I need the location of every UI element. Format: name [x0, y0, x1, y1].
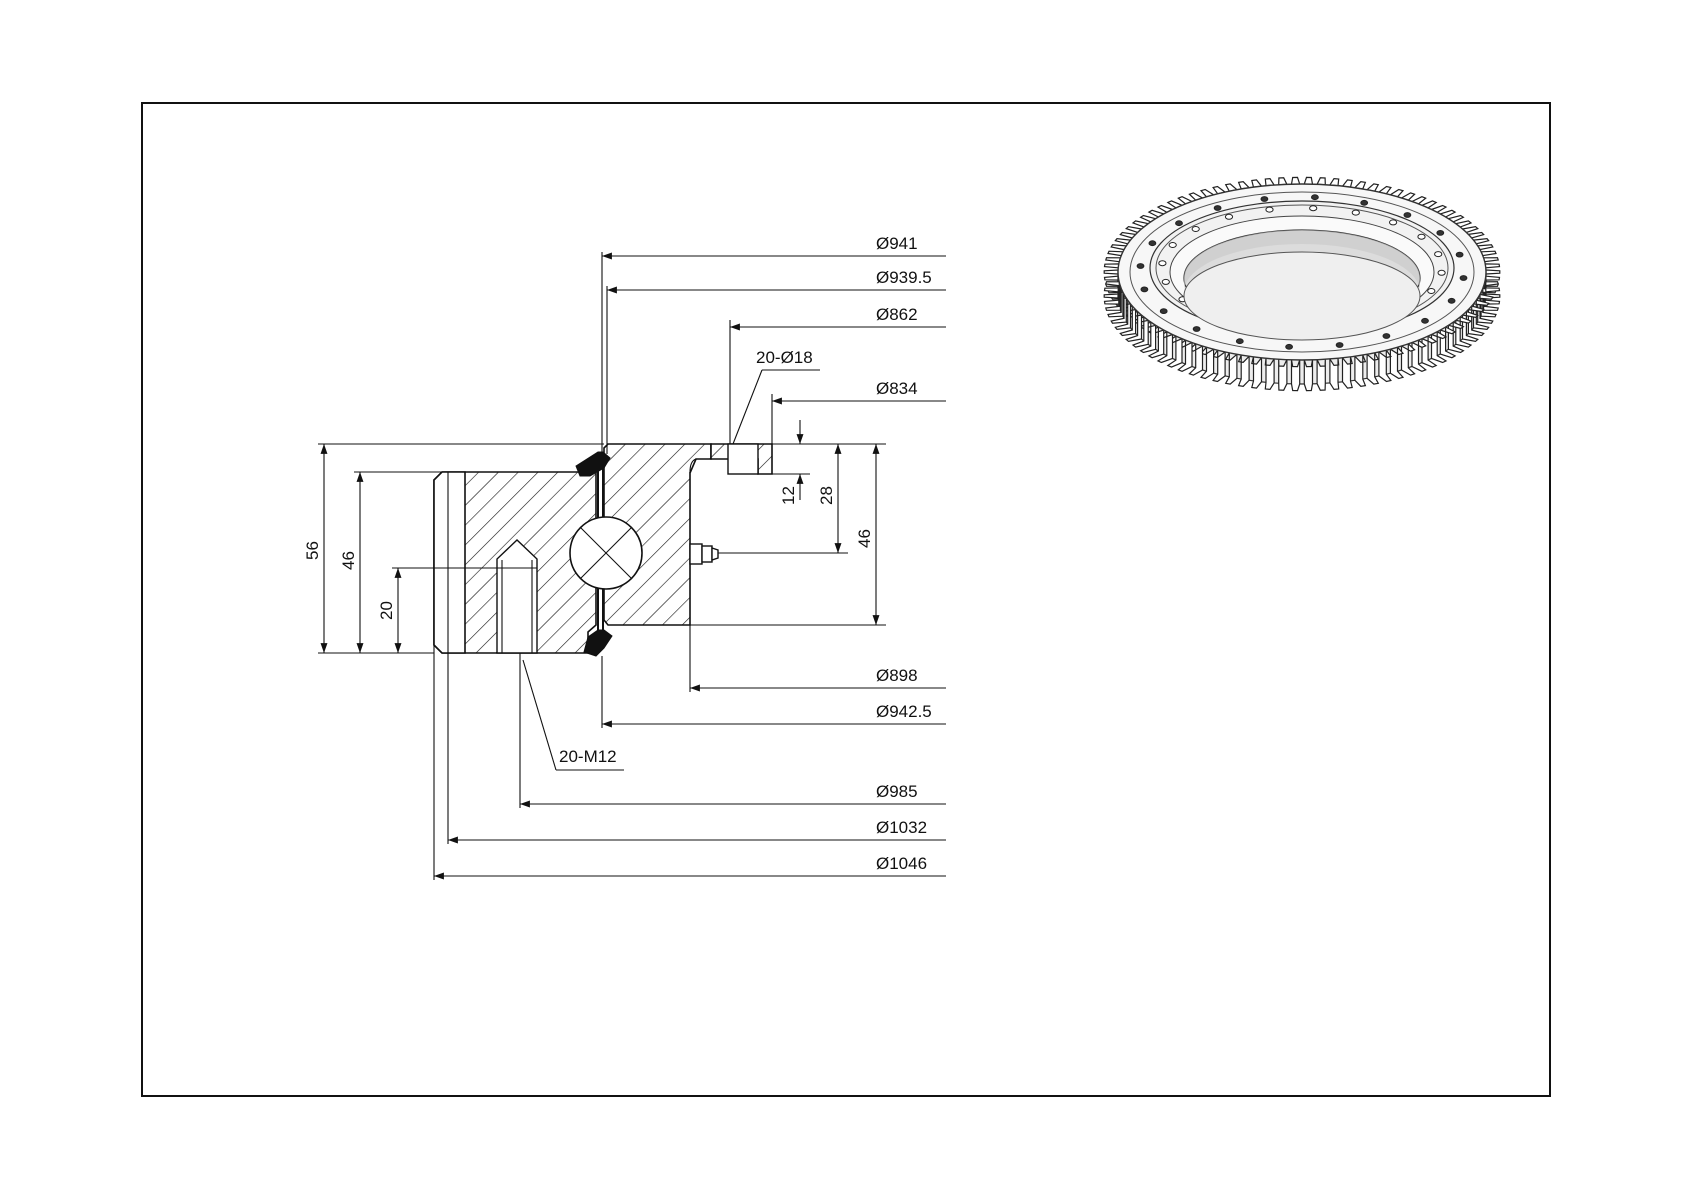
- gear-tooth: [1103, 275, 1120, 305]
- mounting-hole: [1159, 308, 1168, 315]
- gear-tooth: [1316, 359, 1326, 391]
- dim-thread: 20-M12: [559, 747, 617, 766]
- mounting-hole: [1427, 288, 1436, 294]
- dim-d985: Ø985: [876, 782, 918, 801]
- gear-tooth: [1224, 350, 1238, 385]
- dim-holes-top: 20-Ø18: [756, 348, 813, 367]
- mounting-hole: [1192, 326, 1201, 332]
- mounting-hole: [1136, 263, 1145, 269]
- dimensions: Ø941 Ø939.5 Ø862 20-Ø18 Ø834 12 28 46 Ø8…: [303, 234, 946, 880]
- mounting-hole: [1158, 260, 1167, 267]
- mounting-hole: [1161, 278, 1170, 285]
- gear-tooth: [1290, 359, 1301, 392]
- dim-d898: Ø898: [876, 666, 918, 685]
- gear-ring-3d-view: [1103, 176, 1501, 392]
- gear-tooth: [1378, 348, 1392, 383]
- mounting-hole: [1389, 219, 1398, 226]
- gear-tooth: [1303, 359, 1314, 392]
- grease-nipple: [689, 543, 719, 565]
- dim-d862: Ø862: [876, 305, 918, 324]
- mounting-hole: [1140, 286, 1149, 293]
- gear-tooth: [1447, 321, 1465, 354]
- gear-tooth: [1439, 326, 1457, 359]
- dim-d941: Ø941: [876, 234, 918, 253]
- drawing-frame: [141, 102, 1551, 1097]
- mounting-hole: [1213, 205, 1222, 211]
- dim-h12: 12: [779, 486, 798, 505]
- gear-tooth: [1430, 330, 1448, 364]
- dim-h56: 56: [303, 541, 322, 560]
- mounting-hole: [1285, 343, 1293, 350]
- dim-h46-right: 46: [855, 529, 874, 548]
- dim-h28: 28: [817, 486, 836, 505]
- mounting-hole: [1335, 342, 1344, 348]
- gear-tooth: [1303, 176, 1314, 185]
- mounting-hole: [1459, 275, 1468, 281]
- bottom-seal: [583, 629, 613, 657]
- gear-tooth: [1472, 299, 1490, 331]
- mounting-hole: [1175, 220, 1183, 227]
- mounting-hole: [1311, 194, 1319, 201]
- gear-tooth: [1103, 269, 1119, 299]
- mounting-hole: [1403, 212, 1412, 218]
- mounting-hole: [1417, 233, 1426, 240]
- gear-tooth-band: [433, 471, 466, 654]
- gear-tooth: [1251, 356, 1263, 389]
- gear-tooth: [1107, 250, 1124, 257]
- gear-tooth: [1329, 356, 1340, 391]
- mounting-hole: [1265, 206, 1274, 213]
- gear-tooth: [1212, 348, 1226, 383]
- dim-d1046: Ø1046: [876, 854, 927, 873]
- outer-mounting-holes: [1136, 194, 1468, 350]
- gear-tooth: [1103, 263, 1120, 293]
- gear-tooth: [1411, 338, 1427, 372]
- gear-tooth: [1264, 356, 1275, 391]
- gear-tooth: [1366, 350, 1380, 385]
- dim-h46-left: 46: [339, 551, 358, 570]
- dim-h20: 20: [377, 601, 396, 620]
- bearing-cross-section: [433, 443, 773, 657]
- gear-tooth: [1354, 354, 1367, 387]
- gear-tooth: [1421, 334, 1438, 368]
- gear-tooth: [1389, 345, 1405, 380]
- gear-tooth: [1278, 359, 1288, 391]
- mounting-hole: [1351, 209, 1360, 216]
- mounting-hole: [1148, 240, 1157, 247]
- gear-tooth: [1484, 263, 1501, 293]
- gear-tooth: [1341, 356, 1353, 389]
- dim-d939-5: Ø939.5: [876, 268, 932, 287]
- mounting-hole: [1447, 297, 1456, 304]
- gear-tooth: [1480, 250, 1497, 257]
- dim-d1032: Ø1032: [876, 818, 927, 837]
- gear-tooth: [1139, 321, 1157, 354]
- mounting-hole: [1434, 251, 1443, 258]
- mounting-hole: [1260, 196, 1269, 202]
- mounting-hole: [1309, 205, 1318, 212]
- mounting-hole: [1235, 338, 1244, 345]
- dim-d942-5: Ø942.5: [876, 702, 932, 721]
- gear-tooth: [1199, 345, 1215, 380]
- top-seal: [575, 451, 611, 477]
- mounting-hole: [1436, 230, 1445, 236]
- gear-tooth: [1400, 342, 1416, 376]
- mounting-hole: [1191, 226, 1200, 232]
- mounting-hole: [1382, 333, 1391, 339]
- tapped-hole: [496, 539, 538, 654]
- gear-tooth: [1237, 354, 1250, 387]
- dim-d834: Ø834: [876, 379, 918, 398]
- mounting-hole: [1224, 213, 1234, 220]
- mounting-hole: [1455, 251, 1464, 258]
- gear-tooth: [1290, 176, 1301, 185]
- gear-tooth: [1477, 293, 1494, 324]
- flange-hole: [727, 443, 759, 475]
- mounting-hole: [1437, 269, 1446, 276]
- mounting-hole: [1168, 242, 1177, 248]
- mounting-hole: [1360, 199, 1369, 206]
- mounting-hole: [1421, 317, 1429, 324]
